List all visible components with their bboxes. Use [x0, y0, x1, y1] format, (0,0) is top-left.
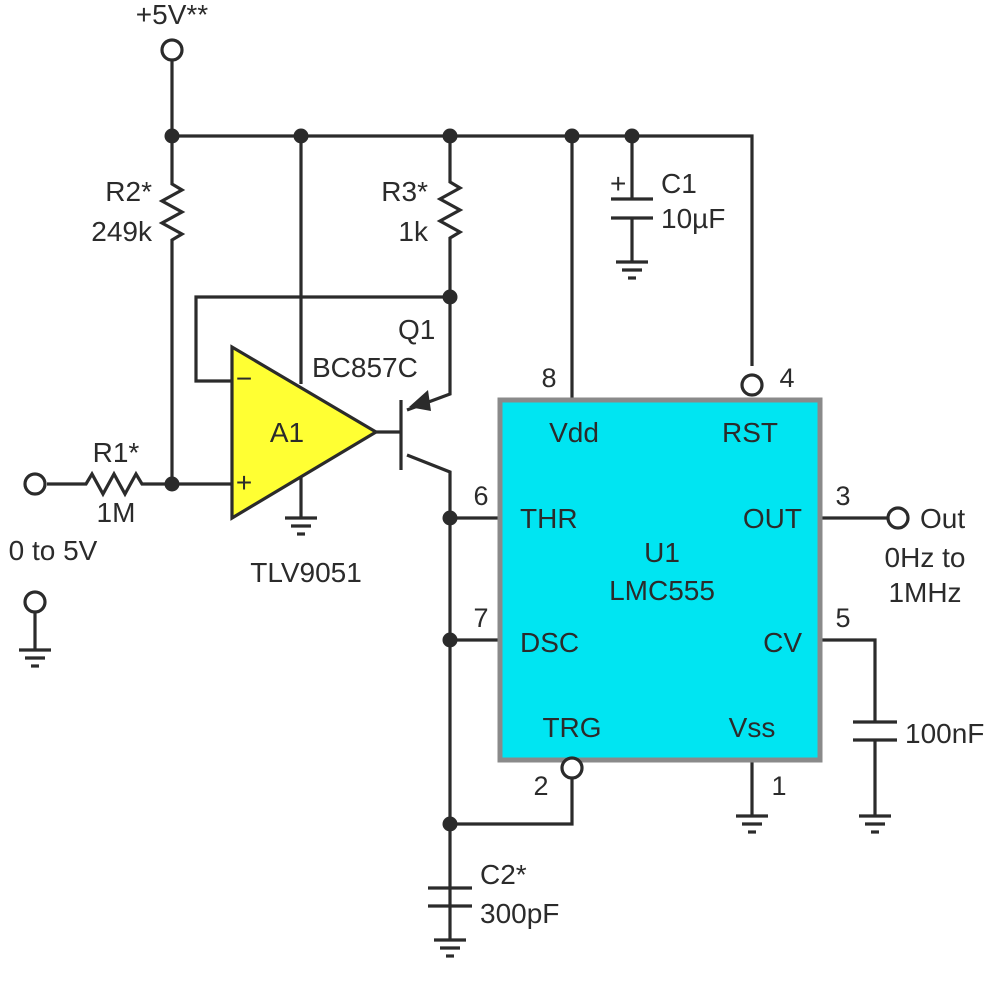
junction-dots — [164, 128, 640, 832]
c2-value: 300pF — [480, 898, 559, 929]
c1-value: 10µF — [661, 203, 725, 234]
pin-label-cv: CV — [763, 627, 802, 658]
output-terminal — [886, 506, 910, 530]
input-terminal — [23, 472, 47, 496]
pin-label-out: OUT — [743, 503, 802, 534]
r3-resistor — [436, 176, 464, 244]
junction-dot — [164, 128, 180, 144]
opamp-plus-sign: + — [236, 467, 252, 498]
pin-label-rst: RST — [722, 417, 778, 448]
rst-inversion-bubble — [740, 373, 764, 397]
junction-dot — [164, 476, 180, 492]
r1-resistor — [80, 470, 148, 498]
c1-name: C1 — [661, 168, 697, 199]
emitter-arrow-icon — [409, 390, 431, 411]
opamp-part: TLV9051 — [250, 557, 362, 588]
c2-name: C2* — [480, 859, 527, 890]
output-range-line1: 0Hz to — [885, 542, 966, 573]
pin-number-rst: 4 — [779, 363, 794, 393]
c1-capacitor — [611, 197, 653, 220]
r2-resistor — [158, 178, 186, 246]
r2-name: R2* — [105, 176, 152, 207]
pin-label-vss: Vss — [729, 712, 776, 743]
cv-capacitor-value: 100nF — [905, 718, 984, 749]
r1-value: 1M — [97, 497, 136, 528]
supply-rail-wire — [172, 134, 754, 366]
timer-part: LMC555 — [609, 575, 715, 606]
pin-number-cv: 5 — [835, 603, 850, 633]
output-label: Out — [920, 503, 965, 534]
c2-capacitor — [428, 886, 472, 908]
q1-name: Q1 — [398, 314, 435, 345]
trg-wire — [450, 778, 574, 826]
junction-dot — [442, 510, 458, 526]
pin-number-dsc: 7 — [473, 603, 488, 633]
ground-icon — [736, 814, 768, 834]
feedback-wire — [194, 295, 450, 383]
junction-dot — [442, 128, 458, 144]
input-ground-terminal — [23, 590, 47, 614]
pin-number-trg: 2 — [533, 771, 548, 801]
junction-dot — [624, 128, 640, 144]
r3-value: 1k — [398, 216, 429, 247]
opamp-a1 — [230, 344, 380, 521]
ground-icon — [434, 938, 466, 958]
junction-dot — [293, 128, 309, 144]
opamp-minus-sign: − — [236, 363, 252, 394]
pin-number-out: 3 — [835, 481, 850, 511]
c1-polarity: + — [610, 168, 626, 199]
pnp-transistor-q1 — [399, 390, 431, 470]
trg-inversion-bubble — [560, 756, 584, 780]
timer-name: U1 — [644, 537, 680, 568]
junction-dot — [442, 289, 458, 305]
pin-number-vss: 1 — [771, 771, 786, 801]
supply-label: +5V** — [136, 0, 208, 30]
pin-label-trg: TRG — [542, 712, 601, 743]
cv-wire — [820, 638, 877, 722]
opamp-name: A1 — [270, 417, 304, 448]
ground-icon — [285, 516, 317, 536]
pin-label-thr: THR — [520, 503, 578, 534]
pin-number-vdd: 8 — [541, 363, 556, 393]
output-range-line2: 1MHz — [888, 577, 961, 608]
r2-value: 249k — [91, 216, 153, 247]
ground-icon — [616, 260, 648, 280]
lmc555-ic-body — [497, 397, 823, 763]
r3-name: R3* — [381, 176, 428, 207]
ground-icon — [19, 648, 51, 668]
r1-name: R1* — [93, 437, 140, 468]
cv-capacitor — [853, 720, 897, 742]
pin-label-vdd: Vdd — [549, 417, 599, 448]
collector-wire — [406, 453, 452, 940]
pin-number-thr: 6 — [473, 481, 488, 511]
ground-icon — [859, 814, 891, 834]
junction-dot — [564, 128, 580, 144]
junction-dot — [442, 632, 458, 648]
pin-label-dsc: DSC — [520, 627, 579, 658]
input-range-label: 0 to 5V — [9, 535, 98, 566]
junction-dot — [442, 816, 458, 832]
q1-part: BC857C — [312, 352, 418, 383]
supply-terminal — [160, 38, 184, 62]
